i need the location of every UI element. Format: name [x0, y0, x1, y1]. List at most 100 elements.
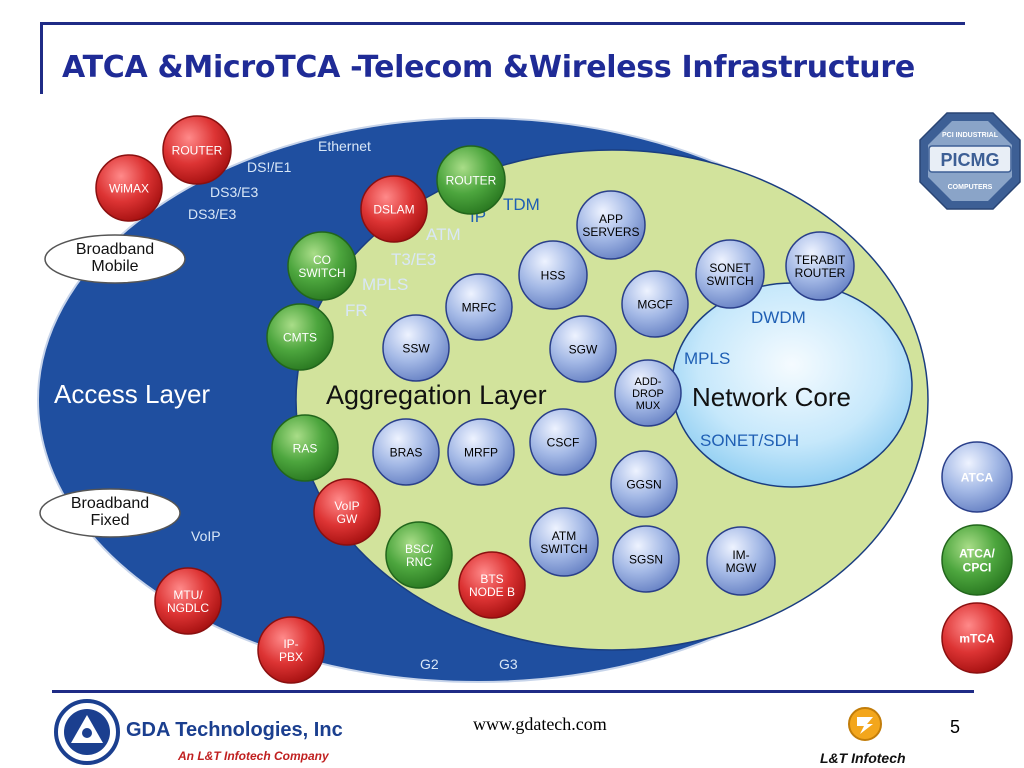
node-sonet-switch-label: SONET — [709, 261, 751, 275]
legend-green-label: CPCI — [963, 560, 992, 574]
label-ds3-b: DS3/E3 — [188, 206, 236, 222]
node-co-switch-circle — [287, 231, 357, 301]
node-wimax: WiMAX — [95, 154, 163, 222]
website-link[interactable]: www.gdatech.com — [473, 714, 607, 734]
aggregation-layer-region — [295, 149, 929, 651]
partner-name: L&T Infotech — [820, 750, 906, 766]
node-terabit-router-label: TERABIT — [795, 253, 846, 267]
node-hss-label: HSS — [541, 268, 566, 282]
legend-blue: ATCA — [941, 441, 1013, 513]
node-im-mgw: IM-MGW — [706, 526, 776, 596]
node-dslam: DSLAM — [360, 175, 428, 243]
node-bts-node-b-circle — [458, 551, 526, 619]
slide-title: ATCA &MicroTCA -Telecom &Wireless Infras… — [62, 50, 915, 85]
node-ras-label: RAS — [293, 441, 318, 455]
picmg-top-text: PCI INDUSTRIAL — [942, 132, 999, 139]
label-ethernet: Ethernet — [318, 138, 371, 154]
node-dslam-circle — [360, 175, 428, 243]
label-ds1: DS!/E1 — [247, 159, 292, 175]
label-fr: FR — [345, 301, 368, 320]
node-router-1-label: ROUTER — [172, 143, 223, 157]
node-sonet-switch-label: SWITCH — [706, 274, 753, 288]
node-add-drop-mux-label: ADD- — [635, 376, 662, 388]
node-im-mgw-label: MGW — [726, 561, 757, 575]
node-ras: RAS — [271, 414, 339, 482]
node-cmts: CMTS — [266, 303, 334, 371]
node-sgsn-label: SGSN — [629, 552, 663, 566]
node-mrfc-circle — [445, 273, 513, 341]
node-voip-gw-label: GW — [337, 512, 358, 526]
node-bts-node-b-label: BTS — [480, 572, 503, 586]
node-im-mgw-label: IM- — [732, 548, 749, 562]
node-mgcf: MGCF — [621, 270, 689, 338]
node-add-drop-mux-label: MUX — [636, 400, 661, 412]
node-ip-pbx-circle — [257, 616, 325, 684]
node-atm-switch-circle — [529, 507, 599, 577]
node-router-1: ROUTER — [162, 115, 232, 185]
node-mtu-ngdlc-circle — [154, 567, 222, 635]
gda-logo-icon — [54, 699, 120, 765]
node-router-2-label: ROUTER — [446, 173, 497, 187]
node-ip-pbx: IP-PBX — [257, 616, 325, 684]
node-terabit-router-circle — [785, 231, 855, 301]
node-voip-gw-label: VoIP — [334, 499, 359, 513]
node-mrfc: MRFC — [445, 273, 513, 341]
label-mpls: MPLS — [362, 275, 408, 294]
node-cscf: CSCF — [529, 408, 597, 476]
node-bsc-rnc-label: RNC — [406, 555, 432, 569]
node-hss: HSS — [518, 240, 588, 310]
access-layer-label: Access Layer — [54, 379, 210, 409]
node-bras-circle — [372, 418, 440, 486]
node-cscf-label: CSCF — [547, 435, 580, 449]
node-hss-circle — [518, 240, 588, 310]
node-ras-circle — [271, 414, 339, 482]
node-add-drop-mux-circle — [614, 359, 682, 427]
footer-rule — [52, 690, 974, 693]
node-im-mgw-circle — [706, 526, 776, 596]
node-bras-label: BRAS — [390, 445, 423, 459]
node-ip-pbx-label: PBX — [279, 650, 303, 664]
node-ssw-circle — [382, 314, 450, 382]
node-voip-gw-circle — [313, 478, 381, 546]
label-voip: VoIP — [191, 528, 221, 544]
node-mtu-ngdlc-label: NGDLC — [167, 601, 209, 615]
company-name: GDA Technologies, Inc — [126, 719, 343, 741]
node-router-2-circle — [436, 145, 506, 215]
node-co-switch-label: CO — [313, 253, 331, 267]
left-rule — [40, 22, 43, 94]
picmg-bottom-text: COMPUTERS — [948, 184, 993, 191]
node-sgw-circle — [549, 315, 617, 383]
label-g2: G2 — [420, 656, 439, 672]
node-cmts-circle — [266, 303, 334, 371]
label-atm: ATM — [426, 225, 461, 244]
node-router-1-circle — [162, 115, 232, 185]
node-ip-pbx-label: IP- — [283, 637, 298, 651]
legend-blue-label: ATCA — [961, 470, 994, 484]
legend-green-label: ATCA/ — [959, 546, 995, 560]
node-sgsn: SGSN — [612, 525, 680, 593]
node-app-servers-label: SERVERS — [582, 225, 639, 239]
aggregation-layer-label: Aggregation Layer — [326, 380, 547, 410]
broadband-mobile-badge-line-0: Broadband — [76, 241, 154, 258]
label-dwdm: DWDM — [751, 308, 806, 327]
label-mpls-core: MPLS — [684, 349, 730, 368]
legend-green: ATCA/CPCI — [941, 524, 1013, 596]
broadband-fixed-badge-line-0: Broadband — [71, 495, 149, 512]
node-cmts-label: CMTS — [283, 330, 317, 344]
broadband-mobile-badge-line-1: Mobile — [91, 258, 138, 275]
node-app-servers-label: APP — [599, 212, 623, 226]
label-sonet-sdh: SONET/SDH — [700, 431, 799, 450]
label-t3e3: T3/E3 — [391, 250, 436, 269]
node-bsc-rnc-label: BSC/ — [405, 542, 434, 556]
node-sgw: SGW — [549, 315, 617, 383]
lt-logo-icon — [848, 707, 882, 741]
